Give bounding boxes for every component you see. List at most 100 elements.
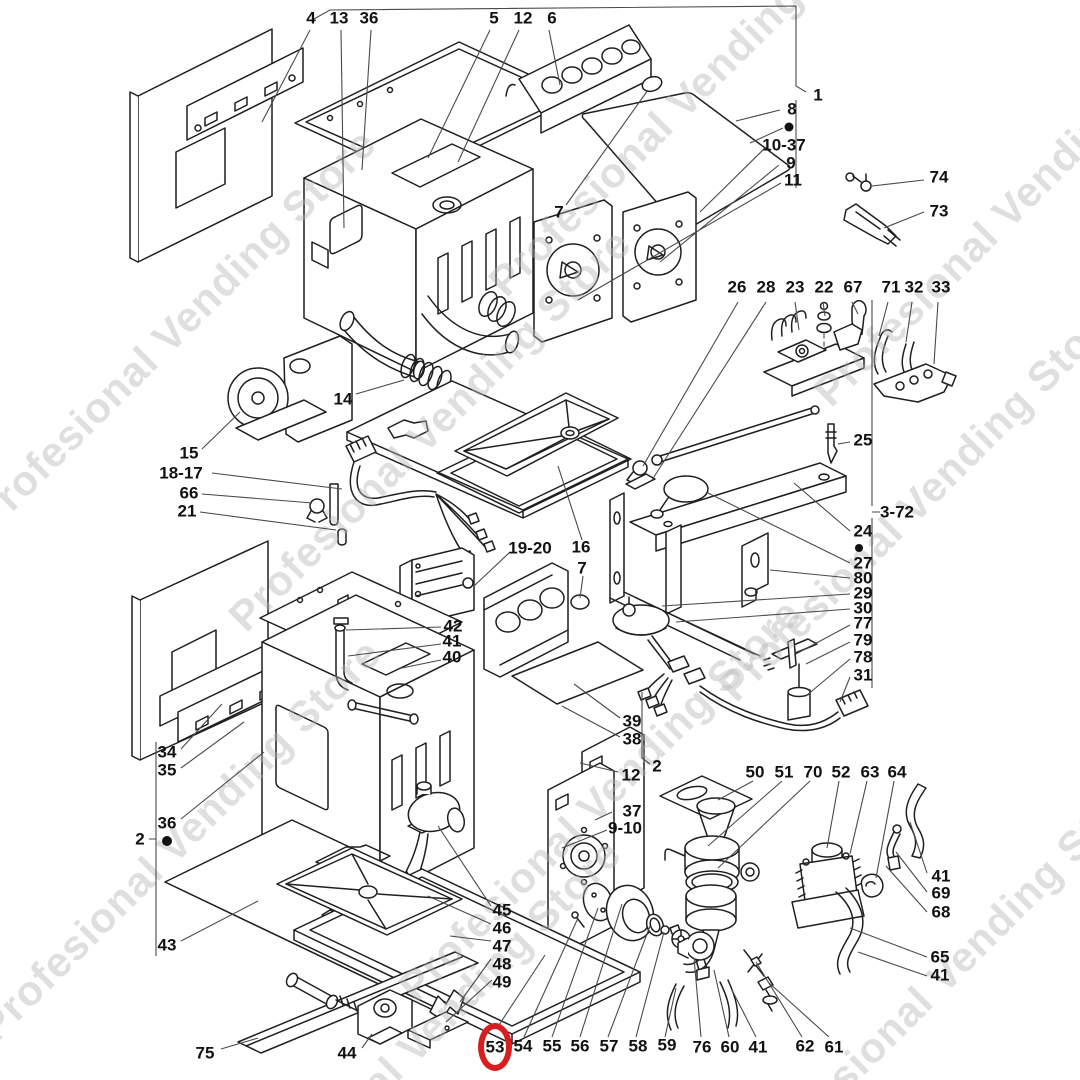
part-number-callout-19-20: 19-20 — [508, 538, 552, 558]
part-number-callout-61: 61 — [824, 1037, 844, 1057]
part-number-callout-41: 41 — [442, 631, 462, 651]
part-number-callout-12: 12 — [513, 8, 533, 28]
part-wall-panel-top-left — [129, 28, 304, 263]
part-number-callout-70: 70 — [803, 762, 823, 782]
part-number-callout-18-17: 18-17 — [159, 463, 203, 483]
part-outlet-valve-group — [666, 931, 778, 1031]
part-dispenser-motor-cables — [612, 596, 869, 732]
part-number-callout-30: 30 — [853, 598, 873, 618]
highlight-circle — [478, 1023, 512, 1071]
part-number-callout-73: 73 — [929, 201, 949, 221]
part-number-callout-55: 55 — [542, 1036, 562, 1056]
assembly-bracket-lines — [149, 5, 880, 956]
part-ducts-and-springs — [339, 290, 520, 395]
part-number-callout-12: 12 — [621, 765, 641, 785]
part-solenoid-valve — [791, 783, 927, 975]
part-number-callout-52: 52 — [831, 762, 851, 782]
part-number-callout-11: 11 — [784, 170, 802, 190]
part-number-callout-29: 29 — [853, 583, 873, 603]
part-heater-strip — [518, 24, 652, 134]
part-number-callout-58: 58 — [628, 1036, 648, 1056]
part-number-callout-5: 5 — [489, 8, 499, 28]
part-number-callout-60: 60 — [720, 1037, 740, 1057]
part-number-callout-1: 1 — [813, 85, 823, 105]
part-number-callout-10-37: 10-37 — [762, 135, 806, 155]
reference-dots — [162, 122, 863, 846]
part-number-callout-41: 41 — [930, 965, 950, 985]
part-number-callout-48: 48 — [492, 954, 512, 974]
part-boiler-plate — [483, 562, 569, 678]
part-number-callout-6: 6 — [547, 8, 557, 28]
part-number-callout-32: 32 — [904, 277, 924, 297]
part-gasket-sheet — [511, 641, 644, 705]
part-number-callout-68: 68 — [931, 902, 951, 922]
part-lever-74-73 — [843, 172, 901, 247]
part-number-callout-49: 49 — [492, 972, 512, 992]
part-number-callout-25: 25 — [853, 430, 873, 450]
part-number-callout-47: 47 — [492, 936, 512, 956]
part-number-callout-36: 36 — [157, 813, 177, 833]
part-number-callout-41: 41 — [931, 866, 951, 886]
part-number-callout-79: 79 — [853, 630, 873, 650]
part-number-callout-38: 38 — [622, 729, 642, 749]
part-number-callout-9: 9 — [786, 153, 796, 173]
part-number-callout-40: 40 — [442, 647, 462, 667]
part-number-callout-3-72: 3-72 — [879, 502, 915, 522]
part-number-callout-37: 37 — [622, 801, 642, 821]
part-number-callout-23: 23 — [785, 277, 805, 297]
part-number-callout-41: 41 — [748, 1037, 768, 1057]
part-piston-pump — [397, 781, 466, 894]
part-number-callout-31: 31 — [853, 665, 873, 685]
part-pump-panels — [533, 191, 697, 343]
part-number-callout-36: 36 — [359, 8, 379, 28]
part-number-callout-9-10: 9-10 — [607, 818, 643, 838]
part-number-callout-57: 57 — [599, 1036, 619, 1056]
part-number-callout-7: 7 — [554, 202, 564, 222]
part-number-callout-56: 56 — [570, 1036, 590, 1056]
part-number-callout-24: 24 — [853, 521, 873, 541]
part-number-callout-28: 28 — [756, 277, 776, 297]
part-number-callout-27: 27 — [853, 553, 873, 573]
part-number-callout-8: 8 — [787, 99, 797, 119]
part-number-callout-21: 21 — [177, 501, 197, 521]
part-number-callout-65: 65 — [930, 947, 950, 967]
part-number-callout-46: 46 — [492, 918, 512, 938]
part-support-frame — [609, 405, 847, 661]
part-number-callout-64: 64 — [887, 762, 907, 782]
part-number-callout-77: 77 — [853, 613, 873, 633]
part-number-callout-63: 63 — [860, 762, 880, 782]
part-number-callout-78: 78 — [853, 647, 873, 667]
part-number-callout-45: 45 — [492, 900, 512, 920]
part-side-plate — [329, 204, 363, 255]
part-number-callout-7: 7 — [577, 558, 587, 578]
part-blower — [227, 335, 353, 443]
part-wiring-harness — [306, 435, 496, 563]
part-funnel-container — [659, 775, 760, 974]
part-pump-train — [571, 882, 691, 949]
part-number-callout-42: 42 — [443, 616, 463, 636]
part-number-callout-74: 74 — [929, 167, 949, 187]
part-number-callout-39: 39 — [622, 711, 642, 731]
part-number-callout-22: 22 — [814, 277, 834, 297]
part-number-callout-14: 14 — [333, 389, 353, 409]
part-number-callout-26: 26 — [727, 277, 747, 297]
part-doser-assembly — [285, 972, 469, 1049]
part-number-callout-59: 59 — [657, 1035, 677, 1055]
part-upper-cabinet — [303, 118, 534, 373]
leader-lines — [180, 29, 939, 1050]
part-number-callout-34: 34 — [157, 742, 177, 762]
part-number-callout-33: 33 — [931, 277, 951, 297]
part-number-callout-71: 71 — [881, 277, 901, 297]
part-number-callout-13: 13 — [329, 8, 349, 28]
part-number-callout-44: 44 — [337, 1043, 357, 1063]
part-number-callout-51: 51 — [774, 762, 794, 782]
part-number-callout-4: 4 — [306, 8, 316, 28]
part-mid-tray — [346, 380, 632, 519]
part-number-callout-15: 15 — [179, 443, 199, 463]
part-number-callout-35: 35 — [157, 760, 177, 780]
part-number-callout-62: 62 — [795, 1036, 815, 1056]
part-number-callout-16: 16 — [571, 537, 591, 557]
part-number-callout-76: 76 — [692, 1037, 712, 1057]
